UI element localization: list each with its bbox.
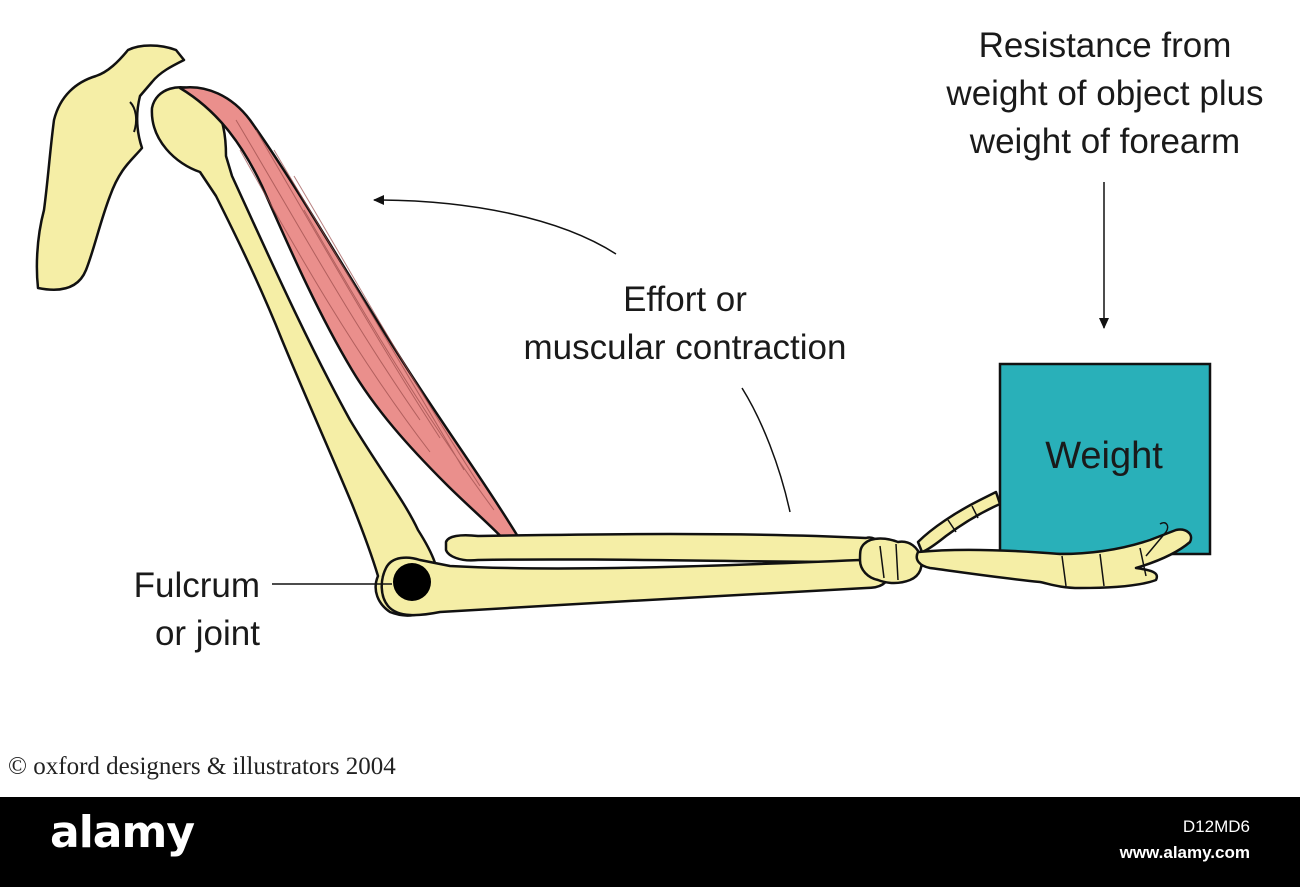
- lever-diagram: [35, 44, 1212, 617]
- fulcrum-joint-dot: [393, 563, 431, 601]
- ulna-bone: [380, 556, 890, 617]
- scapula: [35, 44, 186, 291]
- weight-label: Weight: [1045, 435, 1163, 477]
- footer-image-id: D12MD6: [1182, 817, 1250, 836]
- resistance-label-line-3: weight of forearm: [969, 122, 1241, 161]
- effort-label: Effort or muscular contraction: [480, 276, 890, 372]
- resistance-label-line-2: weight of object plus: [946, 74, 1264, 113]
- resistance-label: Resistance from weight of object plus we…: [900, 22, 1300, 166]
- footer-brand-logo: alamy: [50, 807, 195, 858]
- effort-label-line-1: Effort or: [623, 280, 747, 319]
- copyright-notice: © oxford designers & illustrators 2004: [8, 753, 396, 780]
- fulcrum-label: Fulcrum or joint: [60, 562, 260, 658]
- fulcrum-label-line-2: or joint: [154, 614, 260, 653]
- finger-bones: [915, 528, 1193, 590]
- footer-url: www.alamy.com: [1119, 843, 1250, 862]
- footer-bar: alamy D12MD6 www.alamy.com: [0, 797, 1300, 887]
- effort-leader-line: [741, 387, 791, 513]
- effort-arrow: [373, 195, 617, 255]
- wrist-bones: [858, 537, 923, 585]
- thumb-bones: [916, 490, 1002, 554]
- resistance-label-line-1: Resistance from: [978, 26, 1232, 65]
- fulcrum-label-line-1: Fulcrum: [133, 566, 260, 605]
- effort-label-line-2: muscular contraction: [523, 328, 847, 367]
- radius-bone: [444, 532, 882, 565]
